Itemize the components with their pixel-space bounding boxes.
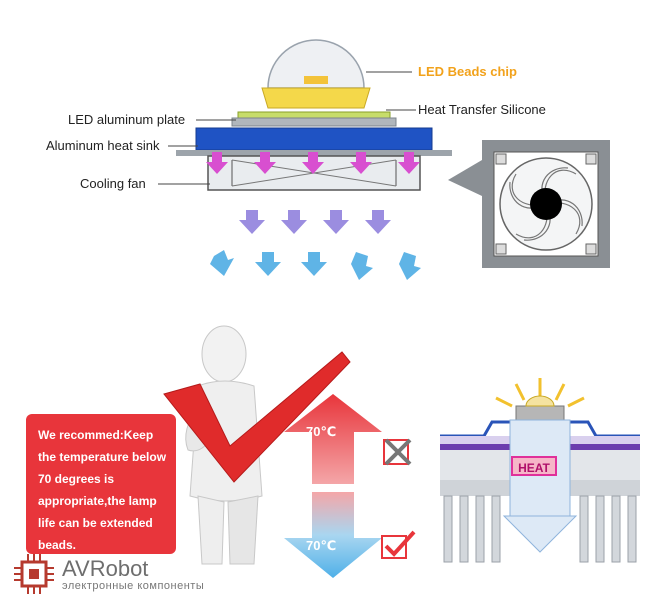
heat-arrow <box>502 515 578 553</box>
led-base <box>261 87 371 109</box>
temp-cool-label: 70℃ <box>306 538 337 553</box>
big-checkmark-icon <box>163 351 351 483</box>
light-rays <box>495 378 585 408</box>
recommendation-box: We recommed:Keep the temperature below 7… <box>26 414 176 554</box>
label-aluminum-plate: LED aluminum plate <box>68 112 186 127</box>
label-cooling-fan: Cooling fan <box>80 176 146 191</box>
led-bead-dome <box>525 395 555 407</box>
heat-label: HEAT <box>511 456 557 476</box>
check-box-icon <box>381 530 416 559</box>
cross-box-icon <box>383 438 412 466</box>
temperature-arrows <box>284 394 382 578</box>
heatsink-fins <box>443 495 637 563</box>
temp-hot-label: 70℃ <box>306 424 337 439</box>
brand-tagline: электронные компоненты <box>62 580 205 592</box>
recommendation-text: We recommed:Keep the temperature below 7… <box>38 428 167 552</box>
led-bead <box>515 405 565 421</box>
heat-sink <box>195 127 433 151</box>
chip-logo-icon <box>14 554 54 594</box>
hot-arrow-up <box>284 394 382 484</box>
led-dome <box>267 39 365 89</box>
label-led-chip: LED Beads chip <box>418 64 517 79</box>
aluminum-plate <box>231 117 397 127</box>
fan-icon <box>495 153 597 255</box>
silicone-layer <box>237 111 391 119</box>
led-chip-core <box>304 76 328 84</box>
label-heat-transfer: Heat Transfer Silicone <box>418 102 546 117</box>
brand-name: AVRobot <box>62 556 149 581</box>
callout-pointer <box>448 160 482 196</box>
airflow-arrows-purple <box>239 210 391 234</box>
label-heat-sink: Aluminum heat sink <box>46 138 160 153</box>
airflow-arrows-blue <box>210 250 421 280</box>
cool-arrow-down <box>284 492 382 578</box>
airflow-arrows-pink <box>206 152 420 174</box>
